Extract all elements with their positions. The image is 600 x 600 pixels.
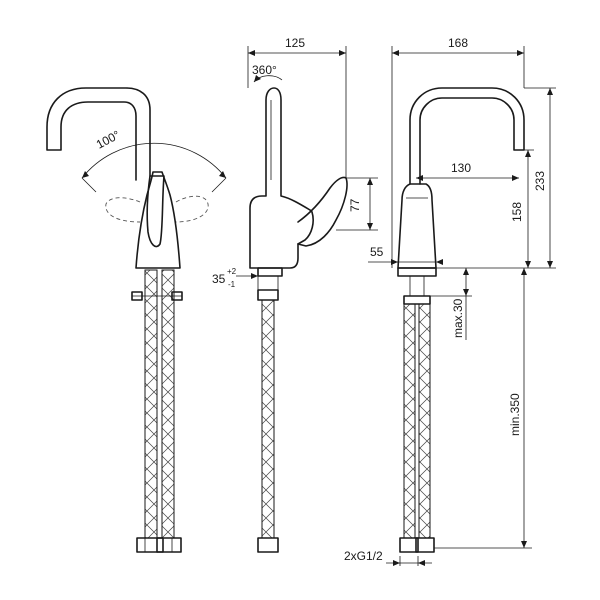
front-lever <box>146 175 165 248</box>
end-connection-label: 2xG1/2 <box>344 549 383 563</box>
front-view: 100° <box>46 87 227 553</box>
side-view: 125 360° 77 35 +2 -1 <box>212 36 378 553</box>
side-rotation-label: 360° <box>252 63 277 77</box>
side-lever-height-label: 77 <box>348 198 362 212</box>
end-min-hose-label: min.350 <box>508 393 522 436</box>
end-base-label: 55 <box>370 245 384 259</box>
end-body <box>397 183 437 269</box>
end-reach-label: 168 <box>448 36 468 50</box>
front-hoses <box>131 269 183 553</box>
front-body <box>135 171 181 269</box>
end-outlet-height-label: 158 <box>510 202 524 222</box>
side-depth-label: 125 <box>285 36 305 50</box>
side-deck-sub: -1 <box>228 280 236 289</box>
end-spout-reach-label: 130 <box>451 161 471 175</box>
front-angle-label: 100° <box>94 128 123 152</box>
side-lever <box>297 176 348 247</box>
side-deck-label: 35 <box>212 272 226 286</box>
end-total-height-label: 233 <box>533 171 547 191</box>
front-spout <box>46 87 151 181</box>
side-body <box>249 87 314 269</box>
end-max-deck-label: max.30 <box>451 298 465 338</box>
end-view: 168 130 158 233 55 max.30 <box>344 36 556 566</box>
side-deck-sup: +2 <box>227 267 237 276</box>
